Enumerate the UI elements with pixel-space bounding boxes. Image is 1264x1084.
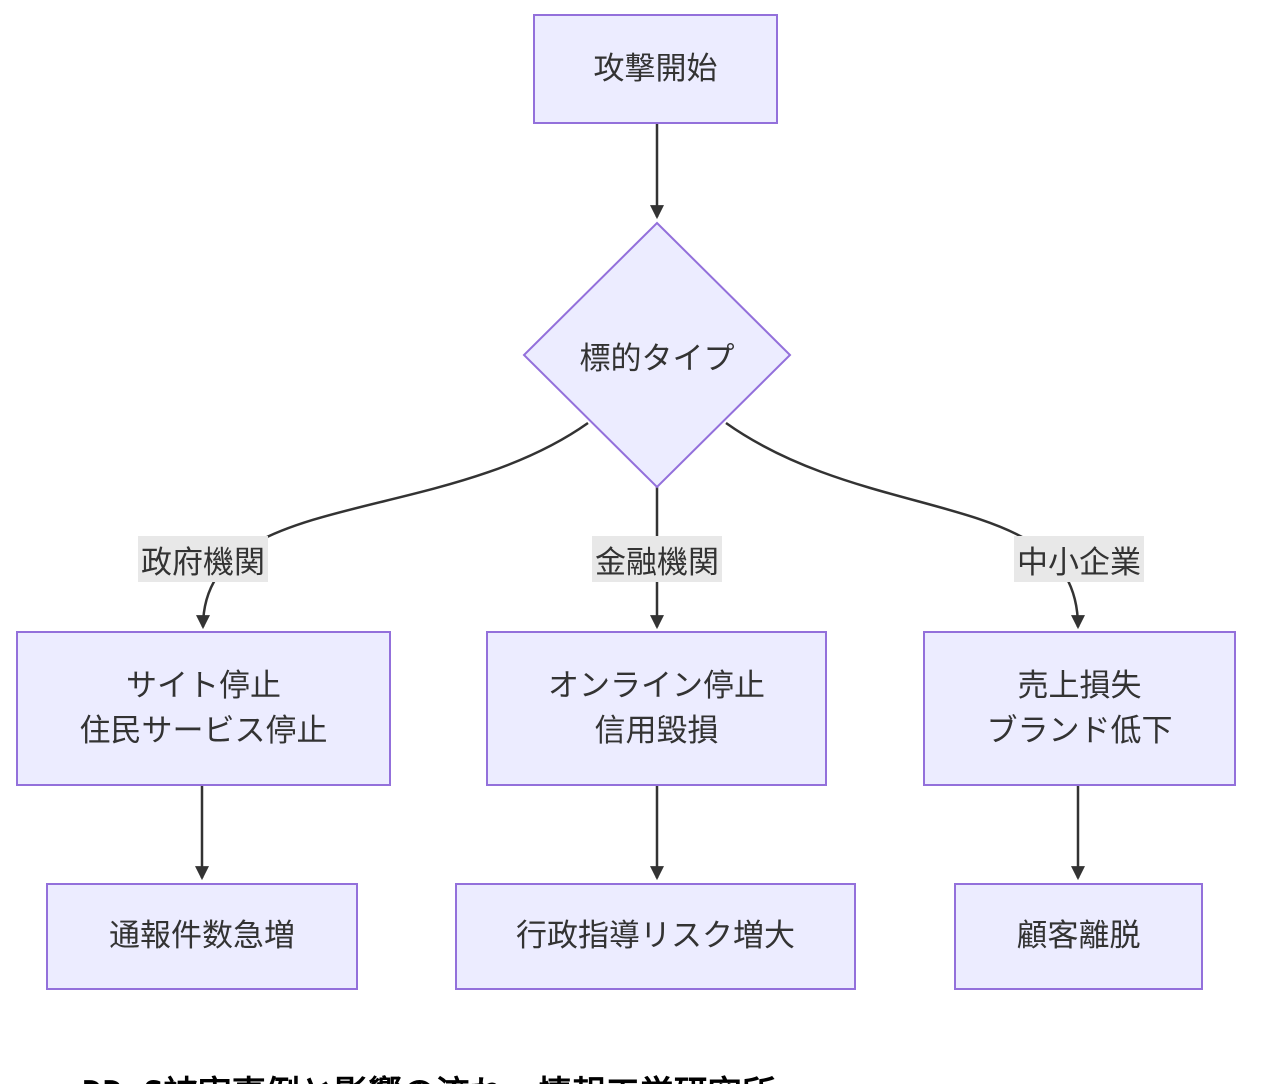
edge-label-financial-text: 金融機関 [595, 544, 719, 580]
node-attack-start-label: 攻撃開始 [593, 50, 718, 86]
node-gov-outcome: 通報件数急増 [46, 883, 358, 990]
decision-diamond-shape [522, 221, 792, 489]
node-gov-impact-line2: 住民サービス停止 [79, 712, 328, 748]
node-fin-impact-line1: オンライン停止 [548, 667, 765, 703]
node-attack-start: 攻撃開始 [533, 14, 778, 124]
diagram-caption-text: DDoS被害事例と影響の流れ 情報工学研究所 [82, 1074, 776, 1084]
node-fin-outcome-label: 行政指導リスク増大 [516, 918, 795, 954]
decision-text: 標的タイプ [579, 340, 735, 376]
edge-label-government-text: 政府機関 [141, 544, 265, 580]
node-gov-impact-line1: サイト停止 [126, 667, 281, 703]
node-gov-impact: サイト停止 住民サービス停止 [16, 631, 391, 786]
node-fin-outcome: 行政指導リスク増大 [455, 883, 856, 990]
node-gov-outcome-label: 通報件数急増 [109, 918, 295, 954]
edge-label-government: 政府機関 [138, 536, 268, 582]
node-target-type-label: 標的タイプ [527, 329, 787, 381]
node-sme-impact-line2: ブランド低下 [986, 712, 1173, 748]
edge-decision-to-gov [196, 421, 589, 630]
node-sme-outcome-label: 顧客離脱 [1016, 918, 1141, 954]
diagram-caption: DDoS被害事例と影響の流れ 情報工学研究所 [0, 1034, 776, 1084]
node-sme-impact: 売上損失 ブランド低下 [923, 631, 1236, 786]
node-sme-outcome: 顧客離脱 [954, 883, 1203, 990]
node-fin-impact: オンライン停止 信用毀損 [486, 631, 827, 786]
edge-decision-to-sme [725, 421, 1085, 630]
node-fin-impact-line2: 信用毀損 [594, 712, 719, 748]
edge-label-financial: 金融機関 [592, 536, 722, 582]
node-sme-impact-line1: 売上損失 [1017, 667, 1142, 703]
edge-label-sme: 中小企業 [1014, 536, 1144, 582]
edge-label-sme-text: 中小企業 [1017, 544, 1141, 580]
